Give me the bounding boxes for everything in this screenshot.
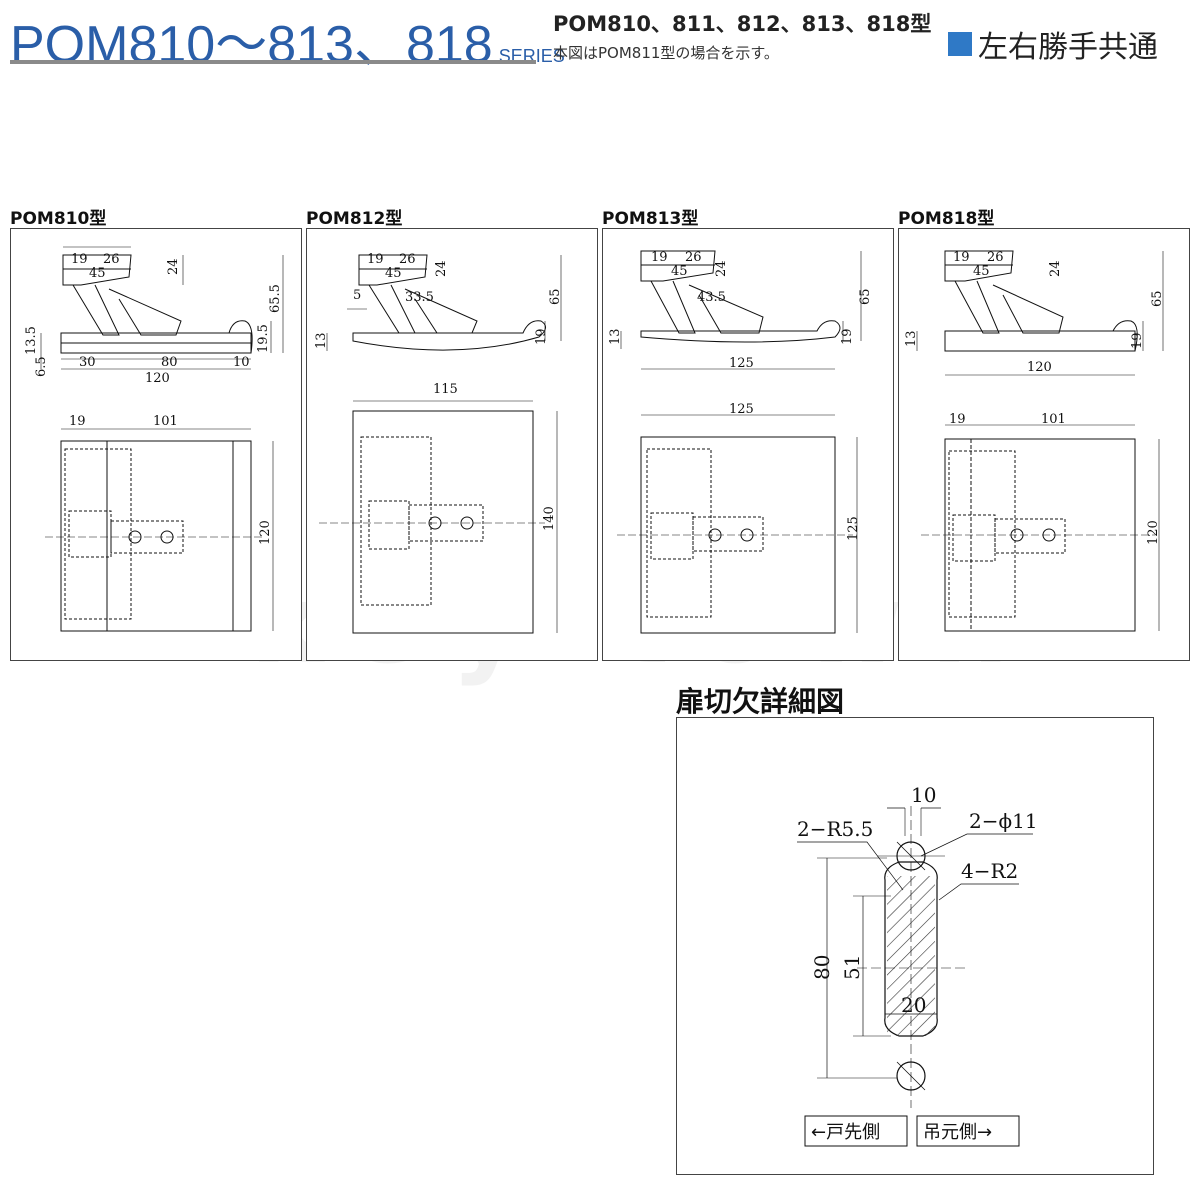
dim-26: 26 <box>103 252 120 267</box>
dim-4-r2: 4−R2 <box>961 859 1018 883</box>
dim-10: 10 <box>233 355 250 370</box>
dim-45: 45 <box>385 266 402 281</box>
dim-13: 13 <box>904 330 919 347</box>
pom818-plan-plate <box>944 438 1136 632</box>
panel-label-pom813: POM813型 <box>602 209 699 229</box>
drawing-panel-pom812: 19 26 45 24 65 13 19 5 33.5 115 140 <box>306 228 598 661</box>
panel-label-pom810: POM810型 <box>10 209 107 229</box>
dim-19: 19 <box>1130 332 1145 349</box>
door-cutout-drawing: 10 2−ϕ11 2−R5.5 4−R2 80 51 20 ←戸先側 吊元側→ <box>797 783 1038 1147</box>
hinge-side-label: 吊元側→ <box>923 1122 992 1143</box>
dim-24: 24 <box>1048 260 1063 277</box>
pom818-base <box>944 330 1136 352</box>
pom810-plan-plate <box>60 440 252 632</box>
dim-65: 65 <box>858 288 873 305</box>
pom818-drawing: 19 26 45 24 65 13 19 120 19 101 120 <box>904 250 1165 632</box>
detail-title: 扉切欠詳細図 <box>676 685 845 718</box>
pom812-drawing: 19 26 45 24 65 13 19 5 33.5 115 140 <box>314 252 563 634</box>
pom812-plan-plate <box>352 410 534 634</box>
door-cutout-detail-panel: 10 2−ϕ11 2−R5.5 4−R2 80 51 20 ←戸先側 吊元側→ <box>676 717 1154 1175</box>
panel-label-pom812: POM812型 <box>306 209 403 229</box>
dim-30: 30 <box>79 355 96 370</box>
model-list: POM810、811、812、813、818型 <box>553 12 932 36</box>
dim-26: 26 <box>685 250 702 265</box>
dim-120: 120 <box>1027 360 1052 375</box>
dim-2-phi11: 2−ϕ11 <box>969 809 1038 833</box>
dim-24: 24 <box>714 260 729 277</box>
dim-plan-140: 140 <box>542 506 557 531</box>
title-text: POM810～813、818 <box>10 16 493 74</box>
dim-20: 20 <box>901 993 926 1017</box>
dim-10: 10 <box>911 783 936 807</box>
dim-2-r5-5: 2−R5.5 <box>797 817 873 841</box>
dim-33-5: 33.5 <box>405 290 434 305</box>
dim-19: 19 <box>840 328 855 345</box>
dim-24: 24 <box>166 258 181 275</box>
title-underline <box>10 60 536 64</box>
panel-label-pom818: POM818型 <box>898 209 995 229</box>
dim-43-5: 43.5 <box>697 290 726 305</box>
dim-45: 45 <box>671 264 688 279</box>
dim-plan-120: 120 <box>1146 520 1161 545</box>
dim-plan-19: 19 <box>69 414 86 429</box>
drawing-panel-pom813: 19 26 45 24 65 13 19 43.5 125 125 125 <box>602 228 894 661</box>
dim-45: 45 <box>973 264 990 279</box>
dim-51: 51 <box>840 955 864 980</box>
hand-badge: 左右勝手共通 <box>948 22 1158 66</box>
dim-24: 24 <box>434 260 449 277</box>
pom812-curved-base <box>352 320 546 351</box>
dim-65: 65 <box>548 288 563 305</box>
dim-6-5: 6.5 <box>34 356 49 377</box>
dim-plan-height-125: 125 <box>846 516 861 541</box>
badge-text: 左右勝手共通 <box>978 30 1158 65</box>
dim-19: 19 <box>953 250 970 265</box>
dim-plan-101: 101 <box>1041 412 1066 427</box>
dim-plan-125: 125 <box>729 402 754 417</box>
dim-plan-120: 120 <box>258 520 273 545</box>
dim-19: 19 <box>71 252 88 267</box>
pom810-drawing: 19 26 45 24 65.5 13.5 6.5 19.5 30 80 10 … <box>24 246 284 632</box>
dim-125: 125 <box>729 356 754 371</box>
dim-13: 13 <box>314 332 329 349</box>
dim-26: 26 <box>399 252 416 267</box>
dim-80: 80 <box>161 355 178 370</box>
dim-80: 80 <box>810 955 834 980</box>
dim-13: 13 <box>608 328 623 345</box>
dim-19: 19 <box>651 250 668 265</box>
door-edge-side-label: ←戸先側 <box>811 1122 880 1143</box>
dim-115: 115 <box>433 382 458 397</box>
figure-note: 本図はPOM811型の場合を示す。 <box>553 44 779 62</box>
drawing-panel-pom818: 19 26 45 24 65 13 19 120 19 101 120 <box>898 228 1190 661</box>
pom813-base <box>640 320 841 343</box>
dim-120: 120 <box>145 371 170 386</box>
dim-65: 65 <box>1150 290 1165 307</box>
pom813-drawing: 19 26 45 24 65 13 19 43.5 125 125 125 <box>608 250 873 634</box>
dim-19: 19 <box>534 328 549 345</box>
dim-5: 5 <box>353 288 361 303</box>
dim-19: 19 <box>367 252 384 267</box>
dim-45: 45 <box>89 266 106 281</box>
dim-26: 26 <box>987 250 1004 265</box>
dim-plan-19: 19 <box>949 412 966 427</box>
badge-square-icon <box>948 32 972 56</box>
dim-65-5: 65.5 <box>268 284 283 313</box>
drawing-panel-pom810: 19 26 45 24 65.5 13.5 6.5 19.5 30 80 10 … <box>10 228 302 661</box>
dim-19-5: 19.5 <box>256 324 271 353</box>
dim-plan-101: 101 <box>153 414 178 429</box>
dim-13-5: 13.5 <box>24 326 39 355</box>
pom810-bracket <box>62 254 132 286</box>
